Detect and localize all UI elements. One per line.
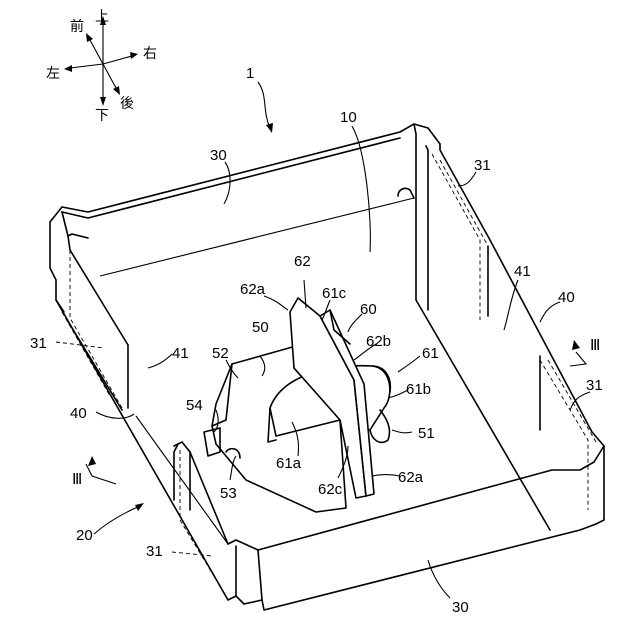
direction-front: 前: [70, 18, 84, 35]
direction-rear: 後: [120, 96, 134, 112]
label-section-right: Ⅲ: [590, 338, 600, 354]
label-partition-62c: 62c: [318, 481, 343, 498]
label-flap-right: 31: [586, 377, 603, 394]
label-partition: 62: [294, 253, 311, 270]
label-back-wall: 30: [210, 147, 227, 164]
label-divider-61b: 61b: [406, 381, 431, 398]
label-tray-edge-53: 53: [220, 485, 237, 502]
label-flap-bottom-left: 31: [146, 543, 163, 560]
label-tray: 50: [252, 319, 269, 336]
right-side-wall: [398, 124, 604, 530]
direction-right: 右: [143, 46, 157, 62]
label-divider-61a: 61a: [276, 455, 302, 472]
label-partition-62a-bottom: 62a: [398, 469, 424, 486]
label-right-side-wall: 40: [558, 289, 575, 306]
label-divider-61c: 61c: [322, 285, 347, 302]
direction-left: 左: [46, 66, 60, 82]
label-tray-edge-52: 52: [212, 345, 229, 362]
label-flap-top-right: 31: [474, 157, 491, 174]
label-left-side-wall: 40: [70, 405, 87, 422]
label-box: 20: [76, 527, 93, 544]
label-flap-left: 31: [30, 335, 47, 352]
label-bottom-panel: 10: [340, 109, 357, 126]
label-partition-62a-top: 62a: [240, 281, 266, 298]
label-section-left: Ⅲ: [72, 472, 82, 488]
direction-up: 上: [95, 9, 109, 25]
label-divider-part: 61: [422, 345, 439, 362]
label-front-wall: 30: [452, 599, 469, 616]
label-assembly: 1: [246, 65, 254, 82]
back-wall: [62, 124, 440, 276]
label-tray-tab-54: 54: [186, 397, 203, 414]
label-divider: 60: [360, 301, 377, 318]
label-partition-62b: 62b: [366, 333, 391, 350]
direction-down: 下: [95, 108, 109, 124]
label-cutout-51: 51: [418, 425, 435, 442]
label-right-inner-panel: 41: [514, 263, 531, 280]
label-left-inner-panel: 41: [172, 345, 189, 362]
